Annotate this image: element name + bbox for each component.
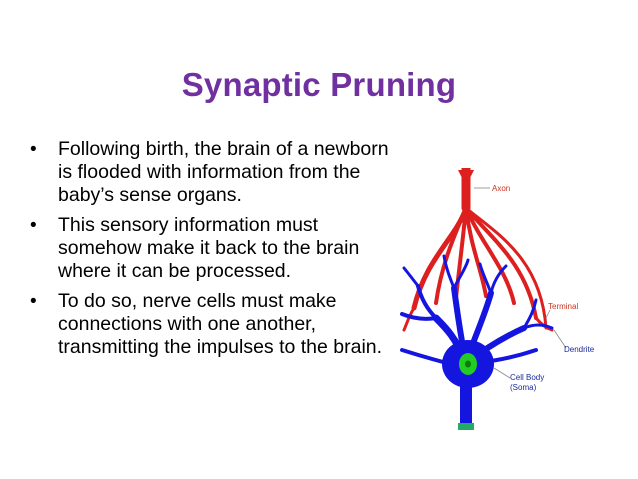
dendrite-pointer: [553, 329, 567, 349]
cell-body-label: Cell Body: [510, 373, 544, 382]
neuron-illustration: Axon Terminal Dendrite Cell Body (Soma): [400, 168, 595, 430]
bullet-item: • To do so, nerve cells must make connec…: [27, 290, 397, 359]
bullet-marker: •: [30, 291, 37, 312]
bullet-item: • This sensory information must somehow …: [27, 214, 397, 283]
slide-title: Synaptic Pruning: [181, 66, 457, 103]
bullet-list: • Following birth, the brain of a newbor…: [27, 138, 397, 366]
bullet-text: This sensory information must somehow ma…: [58, 214, 360, 282]
dendrite-label: Dendrite: [564, 345, 595, 354]
axon-tip: [458, 170, 474, 178]
bullet-text: Following birth, the brain of a newborn …: [58, 138, 389, 206]
bullet-marker: •: [30, 215, 37, 236]
bullet-marker: •: [30, 139, 37, 160]
terminal-pointer: [545, 309, 551, 319]
axon-base: [458, 423, 474, 430]
nucleolus: [465, 360, 471, 368]
axon-branches: [402, 168, 554, 332]
terminal-label: Terminal: [548, 302, 578, 311]
bullet-text: To do so, nerve cells must make connecti…: [58, 290, 383, 358]
axon-label: Axon: [492, 184, 510, 193]
soma-label: (Soma): [510, 383, 537, 392]
cell-body-pointer: [493, 367, 511, 379]
bullet-item: • Following birth, the brain of a newbor…: [27, 138, 397, 207]
